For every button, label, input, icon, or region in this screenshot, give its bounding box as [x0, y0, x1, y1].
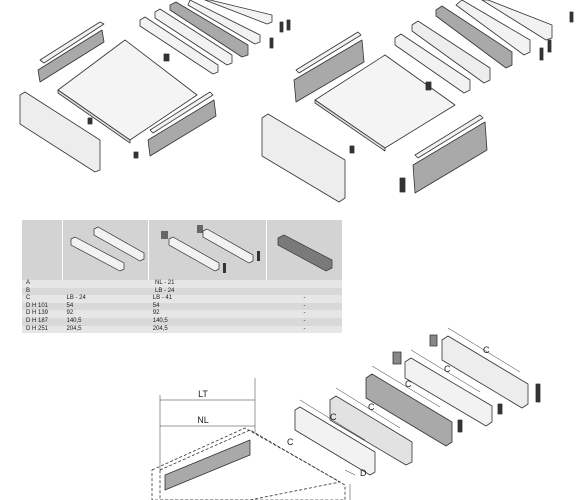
row-value-2: 54	[148, 302, 267, 311]
row-value-2: 204,5	[148, 325, 267, 334]
label-c-2: C	[330, 412, 337, 422]
row-value-1: LB - 24	[62, 295, 149, 303]
side-profile-a	[139, 16, 219, 75]
profile-b3-grey	[365, 373, 453, 447]
side-profile-c	[187, 0, 261, 45]
header-empty	[22, 220, 63, 280]
header-variant-1	[62, 220, 150, 280]
profile-b4	[404, 357, 493, 427]
label-nl: NL	[197, 415, 209, 425]
side-profile-d	[204, 0, 273, 25]
row-value-1: 54	[62, 302, 149, 311]
side-rail-right-2	[414, 114, 484, 159]
dimension-labels: LT NL C C C C C C D	[197, 345, 490, 478]
row-value-2: 92	[148, 310, 267, 318]
drawer-side	[159, 429, 346, 500]
back-rail	[39, 21, 105, 64]
row-value-1: 204,5	[62, 325, 149, 334]
side-panel-right-2	[412, 121, 488, 194]
side-profile-2d	[455, 0, 531, 56]
row-value-1: 140,5	[62, 317, 149, 326]
side-panel-right	[147, 99, 217, 157]
row-label: D H 101	[22, 302, 63, 311]
variant-2-thumbnail	[160, 224, 260, 273]
profile-b5	[441, 335, 529, 409]
row-value-1: 92	[62, 310, 149, 318]
profile-b1	[294, 406, 376, 476]
row-value: LB - 24	[62, 287, 267, 296]
row-value-empty	[266, 287, 342, 296]
back-rail-2	[295, 31, 362, 74]
label-lt: LT	[198, 389, 208, 399]
row-label: C	[22, 295, 63, 303]
side-profile-2a	[394, 33, 471, 94]
row-value-3: -	[266, 317, 342, 326]
header-variant-2	[148, 220, 268, 280]
side-profile-2b	[411, 20, 491, 84]
assembled-drawer	[151, 378, 356, 500]
row-value-2: 140,5	[148, 317, 267, 326]
row-value: NL - 21	[62, 280, 267, 288]
back-panel-2	[293, 39, 365, 103]
row-value-3: -	[266, 295, 342, 303]
label-c-6: C	[483, 345, 490, 355]
label-c-5: C	[444, 364, 451, 374]
row-label: D H 251	[22, 325, 63, 334]
row-value-2: LB - 41	[148, 295, 267, 303]
exploded-drawer-left	[19, 0, 291, 173]
label-c-1: C	[287, 437, 294, 447]
side-profile-grey	[169, 1, 249, 58]
row-value-3: -	[266, 325, 342, 334]
header-variant-3	[266, 220, 342, 280]
profile-b2	[329, 395, 413, 466]
row-label: A	[22, 280, 63, 288]
side-rail-right	[149, 91, 214, 134]
row-value-3: -	[266, 302, 342, 311]
side-profile-2c	[435, 5, 513, 69]
variant-1-thumbnail	[70, 226, 144, 272]
label-d: D	[360, 468, 367, 478]
row-value-empty	[266, 280, 342, 288]
side-profile-b	[154, 8, 233, 66]
side-profile-2e	[481, 0, 553, 41]
row-label: D H 187	[22, 317, 63, 326]
row-value-3: -	[266, 310, 342, 318]
row-label: B	[22, 287, 63, 296]
exploded-drawer-right	[261, 0, 574, 203]
front-panel-2	[261, 113, 346, 203]
exploded-profiles-bottom	[294, 327, 541, 476]
drawer-side-grey	[164, 439, 251, 491]
label-c-3: C	[368, 402, 375, 412]
back-panel	[37, 29, 105, 83]
front-panel	[19, 91, 101, 173]
variant-3-thumbnail	[277, 234, 333, 271]
row-label: D H 139	[22, 310, 63, 318]
table-header-row	[22, 220, 342, 280]
label-c-4: C	[405, 379, 412, 389]
